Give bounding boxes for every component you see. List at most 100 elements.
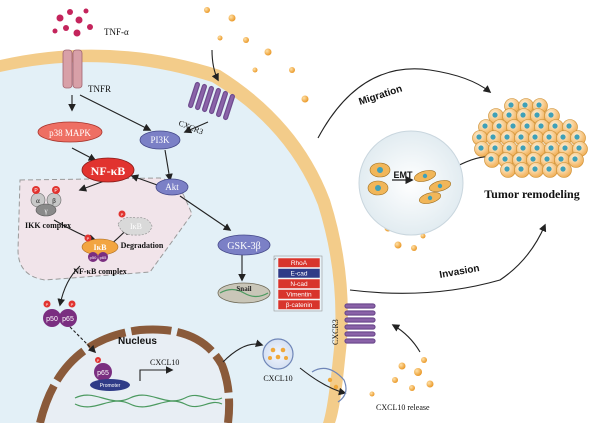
tumor-cell-nucleus	[476, 134, 482, 140]
emt-marker-list	[273, 255, 323, 312]
dna-helix	[74, 394, 223, 408]
invasion-label: Invasion	[439, 263, 481, 281]
nfkb-ikb-complex	[81, 234, 119, 262]
marker-label: RhoA	[291, 260, 308, 267]
ikk-beta-label: β	[52, 197, 56, 205]
tumor-cell-nucleus	[560, 166, 566, 172]
promoter-label: Promoter	[100, 383, 121, 389]
p50-bottom-label: p50	[46, 316, 58, 323]
ikb-degraded-phospho: P	[121, 212, 124, 217]
p65-small-label: p65	[100, 255, 107, 260]
ikk-complex-label: IKK complex	[25, 221, 71, 230]
tumor-cell-nucleus	[478, 145, 484, 151]
tumor-cell-nucleus	[538, 123, 544, 129]
marker-label: β-catenin	[286, 302, 313, 309]
tumor-cell-nucleus	[518, 134, 524, 140]
cxcl10-vesicle-label: CXCL10	[263, 374, 292, 383]
tumor-cell-nucleus	[532, 166, 538, 172]
tumor-cell-nucleus	[488, 156, 494, 162]
migration-label: Migration	[358, 83, 404, 107]
tumor-cell-nucleus	[522, 102, 528, 108]
marker-box	[277, 278, 321, 289]
tumor-cell-nucleus	[490, 134, 496, 140]
tumor-cell-nucleus	[536, 102, 542, 108]
tumor-cell-nucleus	[546, 166, 552, 172]
tumor-cell-nucleus	[482, 123, 488, 129]
akt-node	[155, 178, 189, 196]
marker-box	[277, 299, 321, 310]
p65-bottom-label: p65	[62, 316, 74, 323]
emt-label: EMT	[394, 170, 414, 180]
tumor-cell-nucleus	[492, 145, 498, 151]
p65-promoter	[90, 357, 130, 391]
ikb-degraded	[117, 210, 153, 236]
tumor-cell-nucleus	[546, 134, 552, 140]
tumor-cell-nucleus	[566, 123, 572, 129]
tumor-cell-nucleus	[520, 145, 526, 151]
tumor-cell-nucleus	[548, 145, 554, 151]
gsk3b-node	[217, 234, 271, 256]
tumor-cell-nucleus	[534, 112, 540, 118]
ikk-phospho-1: P	[34, 188, 38, 194]
tnf-alpha-ligands	[52, 8, 93, 37]
nucleus-label: Nucleus	[118, 336, 157, 347]
tumor-cell-nucleus	[530, 156, 536, 162]
arrows	[53, 49, 547, 396]
degradation-label: Degradation	[121, 241, 164, 250]
marker-box	[277, 257, 321, 268]
ikk-gamma-label: γ	[43, 207, 47, 215]
tumor-cell-nucleus	[524, 123, 530, 129]
p38-mapk-node	[37, 121, 103, 143]
tumor-cell-nucleus	[502, 156, 508, 162]
tumor-cell-nucleus	[496, 123, 502, 129]
tumor-cell-nucleus	[534, 145, 540, 151]
marker-box	[277, 289, 321, 300]
tumor-cell-nucleus	[562, 145, 568, 151]
nfkb-complex-label: NF-κB complex	[73, 267, 127, 276]
marker-label: N-cad	[290, 281, 308, 288]
tumor-cell-nucleus	[574, 134, 580, 140]
tumor-cell-nucleus	[558, 156, 564, 162]
tnfr-label: TNFR	[88, 84, 111, 94]
pi3k-node	[139, 130, 181, 150]
p65-nucleus-label: p65	[97, 370, 109, 377]
tumor-cell-nucleus	[504, 134, 510, 140]
exocytosis	[311, 367, 347, 403]
nfkb-region	[17, 177, 193, 281]
tumor-cell-nucleus	[492, 112, 498, 118]
tumor-cell-nucleus	[518, 166, 524, 172]
tumor-cell-nucleus	[572, 156, 578, 162]
tnfr-receptor	[62, 49, 83, 89]
tumor-cell-nucleus	[520, 112, 526, 118]
cxcr3-bottom-label: CXCR3	[331, 319, 340, 345]
p38-mapk-label: p38 MAPK	[49, 128, 91, 138]
tumor-cell-nucleus	[532, 134, 538, 140]
p50-phospho: P	[46, 302, 49, 307]
ikk-complex	[30, 186, 62, 217]
tumor-cell-nucleus	[506, 112, 512, 118]
pi3k-label: PI3K	[150, 135, 170, 145]
snail-label: Snail	[236, 285, 251, 293]
ikb-degraded-label: IκB	[130, 222, 142, 231]
ikb-label: IκB	[94, 243, 108, 252]
tumor-cell-nucleus	[504, 166, 510, 172]
tumor-cell-nucleus	[544, 156, 550, 162]
tnf-alpha-label: TNF-α	[104, 27, 129, 37]
akt-label: Akt	[165, 182, 179, 192]
cxcr3-top-receptor	[188, 81, 235, 121]
nfkb-label: NF-κB	[91, 164, 126, 178]
tumor-cell-nucleus	[576, 145, 582, 151]
tumor-cell-nucleus	[552, 123, 558, 129]
tumor-cell-nucleus	[510, 123, 516, 129]
cxcl10-release-label: CXCL10 release	[376, 403, 430, 412]
p65-phospho: P	[71, 302, 74, 307]
marker-label: Vimentin	[286, 292, 312, 299]
tumor-cell-nucleus	[560, 134, 566, 140]
tumor-remodeling-label: Tumor remodeling	[484, 187, 579, 201]
tumor-cell-nucleus	[508, 102, 514, 108]
p50-small-label: p50	[90, 255, 97, 260]
marker-label: E-cad	[291, 271, 308, 278]
nfkb-node	[81, 157, 135, 183]
